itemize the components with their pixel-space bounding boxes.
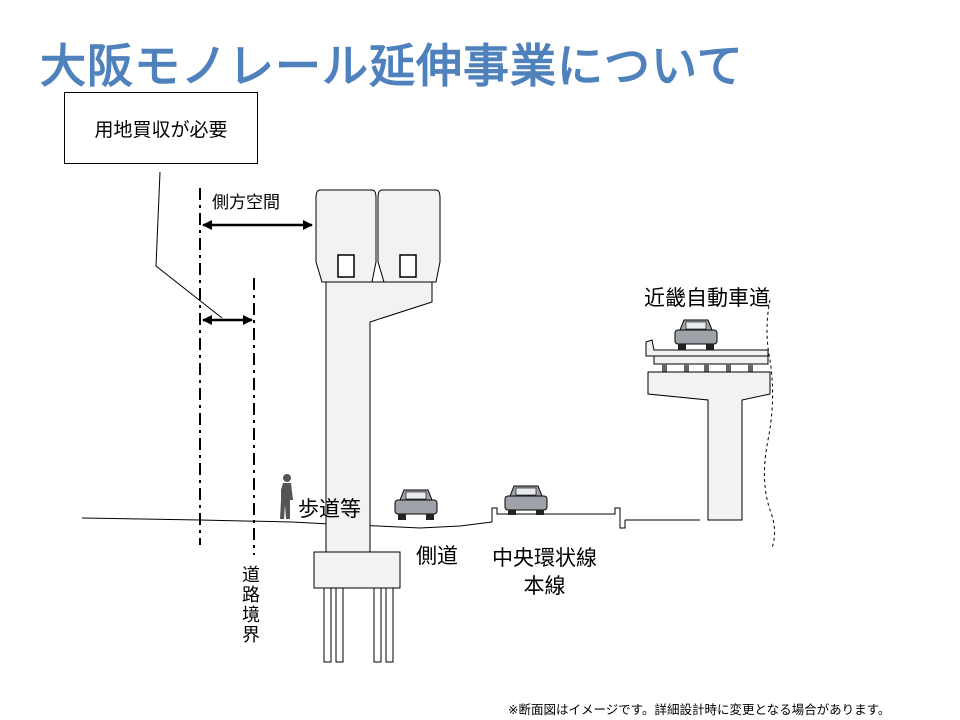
- main-line-text: 本線: [523, 574, 566, 598]
- chuo-kanjo-line-text: 中央環状線: [492, 546, 597, 570]
- pedestrian-figure: [280, 474, 293, 519]
- expressway-structure: [645, 339, 771, 521]
- median-curb: [491, 507, 626, 529]
- monorail-girder-right: [377, 189, 441, 283]
- kinki-expressway-label: 近畿自動車道: [644, 286, 770, 310]
- side-space-label: 側方空間: [212, 193, 280, 213]
- pier-footing: [313, 551, 401, 589]
- section-cut-line: [763, 299, 776, 549]
- girder-slot-left: [337, 254, 355, 278]
- road-boundary-label: 道路境界: [242, 565, 260, 646]
- page-title: 大阪モノレール延伸事業について: [40, 39, 744, 93]
- car-expressway: [674, 319, 718, 350]
- chuo-kanjo-line-label: 中央環状線 本線: [492, 544, 597, 600]
- side-road-label: 側道: [416, 544, 458, 568]
- sidewalk-label: 歩道等: [298, 497, 361, 521]
- car-main-line: [504, 485, 548, 515]
- callout-leader-line: [155, 171, 223, 319]
- land-acquisition-callout: 用地買収が必要: [64, 92, 258, 164]
- car-side-road: [394, 489, 438, 520]
- footnote: ※断面図はイメージです。詳細設計時に変更となる場合があります。: [508, 702, 891, 717]
- pier-piles: [323, 587, 394, 663]
- girder-slot-right: [399, 254, 417, 278]
